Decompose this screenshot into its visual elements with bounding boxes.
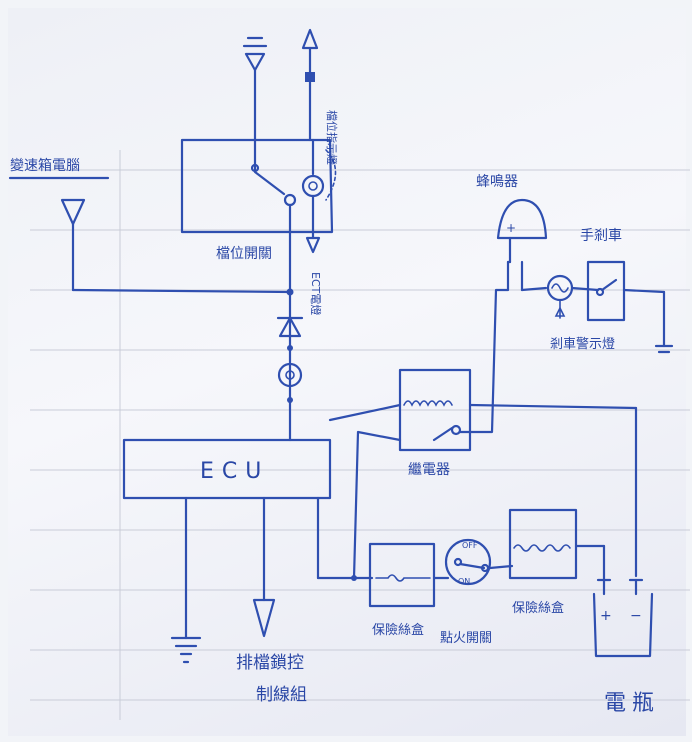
paper-background bbox=[8, 8, 686, 736]
handbrake-light-label: 剎車警示燈 bbox=[550, 336, 615, 352]
ecu-box bbox=[122, 438, 332, 500]
buzzer-plus-label: + bbox=[506, 221, 516, 235]
fuse-box-1-label: 保險絲盒 bbox=[372, 622, 424, 638]
switch-on-label: ON bbox=[458, 577, 470, 586]
handbrake-light-icon bbox=[546, 274, 600, 319]
fuse-box-2-label: 保險絲盒 bbox=[512, 600, 564, 616]
buzzer-label: 蜂鳴器 bbox=[476, 174, 518, 190]
shift-lock-output bbox=[252, 496, 276, 638]
ect-light-icon bbox=[305, 236, 321, 254]
ground-icon-top bbox=[242, 36, 268, 172]
buzzer-icon bbox=[496, 198, 548, 292]
ignition-switch-label: 點火開關 bbox=[440, 631, 492, 646]
junction-dot bbox=[286, 288, 294, 296]
fuse-box-1 bbox=[368, 542, 436, 608]
gear-indicator-label: 檔位指示燈 bbox=[325, 110, 339, 165]
battery-icon bbox=[592, 578, 654, 658]
ecu-label: ECU bbox=[200, 459, 269, 484]
indicator-bulb-icon bbox=[277, 362, 303, 403]
battery-label: 電瓶 bbox=[604, 691, 660, 716]
indicator-arrow-icon bbox=[301, 28, 319, 142]
relay-box bbox=[328, 260, 638, 580]
shift-lock-label-line2: 制線組 bbox=[256, 685, 307, 705]
ect-light-label: ECT電燈 bbox=[309, 272, 323, 315]
switch-off-label: OFF bbox=[462, 541, 478, 550]
ecu-fuse-wire bbox=[316, 496, 374, 581]
ignition-switch bbox=[432, 538, 514, 586]
ground-icon-ecu bbox=[170, 496, 202, 664]
handbrake-label: 手剎車 bbox=[580, 227, 622, 244]
handbrake-switch bbox=[586, 260, 674, 354]
diode-icon bbox=[276, 316, 304, 351]
shift-lock-label-line1: 排檔鎖控 bbox=[236, 653, 304, 673]
relay-label: 繼電器 bbox=[408, 462, 450, 478]
battery-minus-label: − bbox=[630, 608, 642, 624]
gear-switch-label: 檔位開關 bbox=[216, 246, 272, 262]
speed-sensor bbox=[8, 176, 110, 292]
speed-sensor-label: 變速箱電腦 bbox=[10, 158, 80, 174]
sensor-wire bbox=[71, 288, 292, 294]
battery-plus-label: + bbox=[600, 608, 612, 624]
fuse-box-2 bbox=[508, 508, 606, 582]
